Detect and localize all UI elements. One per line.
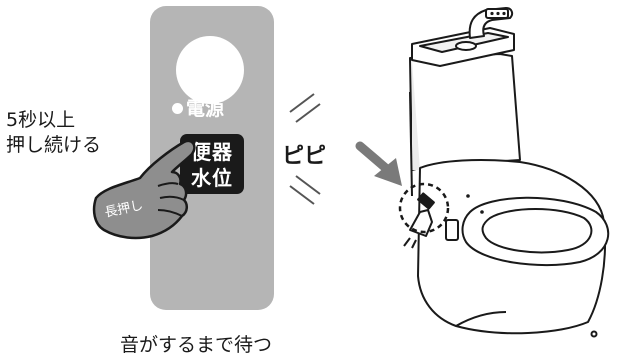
beep-text: ピピ — [282, 144, 327, 169]
instruction-line1: 5秒以上 — [6, 109, 76, 131]
instruction-line2: 押し続ける — [6, 134, 102, 156]
power-indicator-dot — [172, 103, 183, 114]
wait-instruction: 音がするまで待つ — [120, 334, 273, 356]
highlight-circle — [398, 182, 450, 234]
instruction-text: 5秒以上 押し続ける — [6, 108, 101, 158]
pointer-arrow-icon — [355, 141, 402, 186]
power-label: 電源 — [172, 94, 224, 121]
water-button-label-line1: 便器 — [191, 140, 233, 164]
sound-lines-icon — [289, 93, 321, 205]
power-label-text: 電源 — [186, 98, 225, 120]
water-button-label-line2: 水位 — [191, 166, 233, 190]
toilet-water-level-button[interactable]: 便器 水位 — [180, 134, 244, 194]
pressing-hand-icon — [92, 139, 196, 240]
power-button-circle[interactable] — [176, 36, 244, 104]
toilet-illustration — [403, 7, 610, 338]
